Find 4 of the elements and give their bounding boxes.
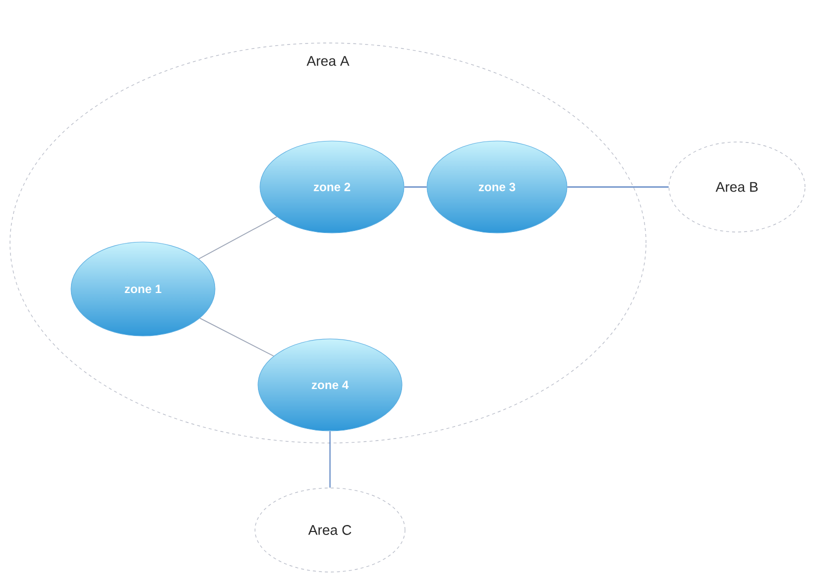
- connector-line: [198, 216, 278, 260]
- connector-line: [199, 318, 274, 356]
- connector-line: [566, 186, 670, 188]
- connector-line: [404, 186, 428, 188]
